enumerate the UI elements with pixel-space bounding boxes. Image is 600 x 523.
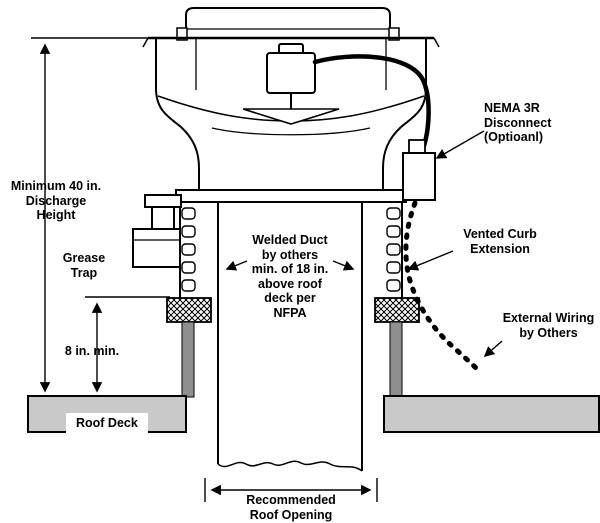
disconnect-box [402,139,436,201]
grease-trap-box [132,228,181,268]
flexible-conduit [403,200,480,372]
lid-latch-left [176,27,188,41]
external-wiring-label: External Wiring by Others [502,311,595,340]
nema-leader [435,130,485,159]
fan-lid [185,7,391,38]
vented-curb-extension [175,189,407,298]
vented-curb-label: Vented Curb Extension [463,227,537,256]
welded-duct-leader-right [332,260,355,271]
nema-disconnect-label: NEMA 3R Disconnect (Optioanl) [484,101,552,144]
motor-body [266,52,316,94]
grease-trap [132,194,182,268]
welded-duct [217,202,363,472]
roof-deck-label: Roof Deck [66,413,148,434]
fan-motor [242,43,340,125]
housing-wall-right [382,39,427,190]
roof-opening-label: Recommended Roof Opening [246,493,336,522]
housing-wall-left [155,39,200,190]
lid-latch-right [388,27,400,41]
grease-trap-label: Grease Trap [62,251,106,280]
external-wiring-leader [483,340,503,358]
leader-arrows [225,130,503,358]
curb-posts [181,321,403,398]
fan-cone [242,108,340,125]
curb-post-right [389,321,403,398]
curb-vent-slots [181,207,401,292]
power-cable [312,54,431,152]
roof-deck-right [383,395,600,433]
welded-duct-label: Welded Duct by others min. of 18 in. abo… [251,233,329,320]
discharge-height-label: Minimum 40 in. Discharge Height [10,179,102,222]
duct-break-line [217,460,363,472]
dimension-lines [31,37,378,502]
curb-height-label: 8 in. min. [64,344,120,358]
vented-curb-leader [407,250,454,271]
welded-duct-leader-left [225,260,248,271]
curb-post-left [181,321,195,398]
